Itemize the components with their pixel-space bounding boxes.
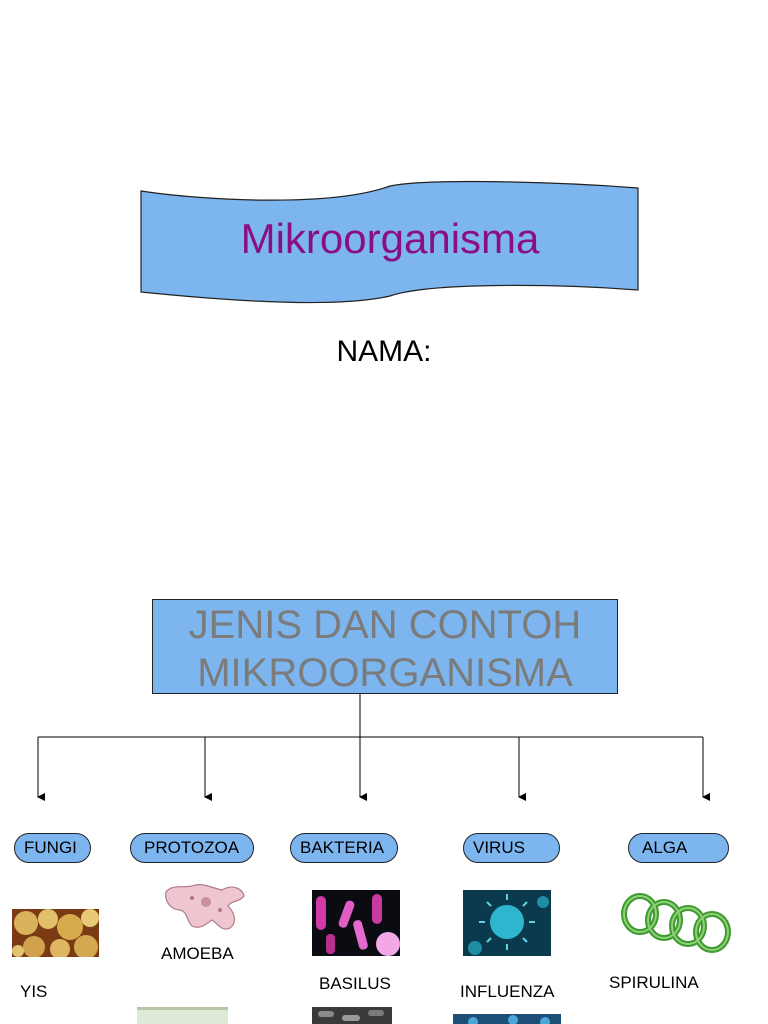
virus-image-2 bbox=[453, 1014, 561, 1024]
example-virus: INFLUENZA bbox=[460, 982, 555, 1001]
page-title: Mikroorganisma bbox=[240, 215, 540, 262]
diagram-connectors bbox=[37, 694, 710, 801]
diagram-heading-line1: JENIS DAN CONTOH bbox=[188, 603, 582, 647]
protozoa-image-2 bbox=[137, 1007, 228, 1024]
category-protozoa: PROTOZOA bbox=[130, 833, 254, 863]
example-fungi: YIS bbox=[20, 982, 48, 1001]
example-protozoa: AMOEBA bbox=[161, 944, 234, 963]
name-label: NAMA: bbox=[336, 335, 432, 368]
bakteria-image-2 bbox=[312, 1007, 392, 1024]
bacillus-image bbox=[312, 890, 400, 956]
category-alga-label: ALGA bbox=[642, 838, 688, 857]
category-bakteria: BAKTERIA bbox=[290, 833, 398, 863]
category-bakteria-label: BAKTERIA bbox=[300, 838, 385, 857]
category-protozoa-label: PROTOZOA bbox=[144, 838, 240, 857]
title-banner bbox=[140, 180, 639, 304]
spirulina-image bbox=[620, 888, 742, 962]
diagram-heading-line2: MIKROORGANISMA bbox=[197, 651, 573, 695]
category-fungi: FUNGI bbox=[14, 833, 91, 863]
category-virus: VIRUS bbox=[463, 833, 560, 863]
category-fungi-label: FUNGI bbox=[24, 838, 77, 857]
example-bakteria: BASILUS bbox=[319, 974, 391, 993]
amoeba-image bbox=[162, 880, 248, 934]
diagram-heading-box: JENIS DAN CONTOH MIKROORGANISMA bbox=[152, 599, 618, 695]
category-alga: ALGA bbox=[628, 833, 729, 863]
category-virus-label: VIRUS bbox=[473, 838, 525, 857]
example-alga: SPIRULINA bbox=[609, 973, 699, 992]
influenza-image bbox=[463, 890, 551, 956]
yeast-image bbox=[12, 909, 99, 957]
